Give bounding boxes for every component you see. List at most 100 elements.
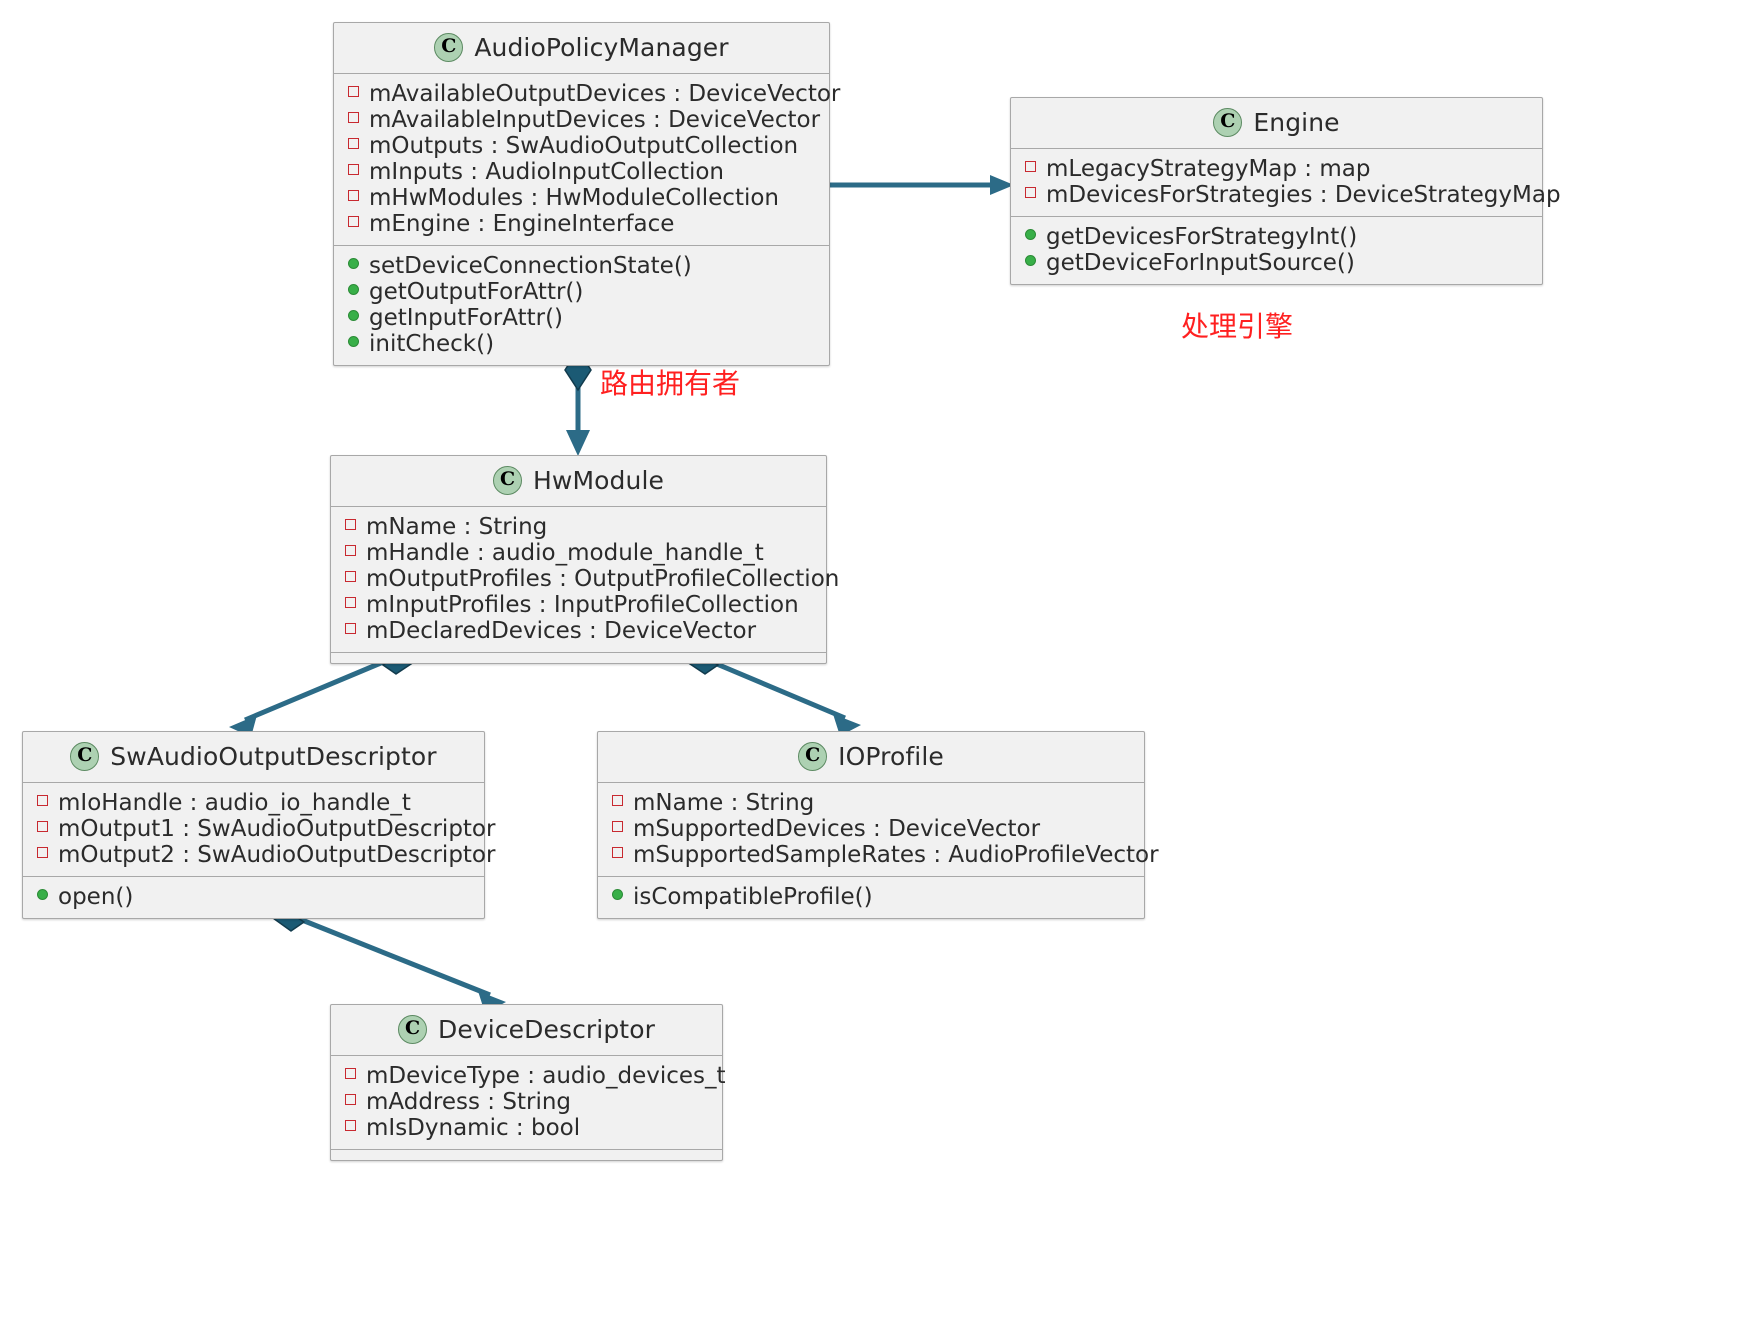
edge-apm-to-engine <box>830 175 1014 195</box>
class-stereotype-icon: C <box>798 742 828 771</box>
edge-hwmodule-to-swaudiooutputdescriptor <box>229 652 416 737</box>
method-row: getOutputForAttr() <box>334 279 829 305</box>
private-visibility-icon <box>348 86 359 97</box>
class-header-device-descriptor: C DeviceDescriptor <box>331 1005 722 1056</box>
class-box-hw-module[interactable]: C HwModule mName : String mHandle : audi… <box>330 455 839 664</box>
attribute-label: mDevicesForStrategies : DeviceStrategyMa… <box>1046 182 1561 208</box>
private-visibility-icon <box>612 795 623 806</box>
private-visibility-icon <box>1025 161 1036 172</box>
annotation-engine-note-text: 处理引擎 <box>1181 310 1294 343</box>
attribute-label: mAvailableInputDevices : DeviceVector <box>369 107 821 133</box>
attributes-compartment: mIoHandle : audio_io_handle_t mOutput1 :… <box>23 783 495 877</box>
method-label: getDeviceForInputSource() <box>1046 250 1355 276</box>
attribute-label: mName : String <box>633 790 815 816</box>
attribute-row: mInputs : AudioInputCollection <box>334 159 829 185</box>
class-box-device-descriptor[interactable]: C DeviceDescriptor mDeviceType : audio_d… <box>330 1004 726 1161</box>
method-label: isCompatibleProfile() <box>633 884 873 910</box>
class-title: SwAudioOutputDescriptor <box>110 742 437 771</box>
attribute-label: mOutput2 : SwAudioOutputDescriptor <box>58 842 496 868</box>
annotation-routing-owner-note: 路由拥有者 <box>600 362 740 402</box>
method-row: open() <box>23 884 484 910</box>
private-visibility-icon <box>345 519 356 530</box>
attribute-label: mOutputs : SwAudioOutputCollection <box>369 133 799 159</box>
class-title: Engine <box>1253 108 1340 137</box>
class-title: AudioPolicyManager <box>474 33 729 62</box>
class-title: DeviceDescriptor <box>438 1015 655 1044</box>
method-label: getDevicesForStrategyInt() <box>1046 224 1358 250</box>
public-visibility-icon <box>1025 255 1036 266</box>
method-row: setDeviceConnectionState() <box>334 253 829 279</box>
private-visibility-icon <box>348 112 359 123</box>
attribute-row: mHandle : audio_module_handle_t <box>331 540 826 566</box>
class-box-sw-audio-output-descriptor[interactable]: C SwAudioOutputDescriptor mIoHandle : au… <box>22 731 495 919</box>
methods-compartment: open() <box>23 877 484 918</box>
attribute-row: mOutputProfiles : OutputProfileCollectio… <box>331 566 839 592</box>
attribute-row: mHwModules : HwModuleCollection <box>334 185 829 211</box>
class-box-audio-policy-manager[interactable]: C AudioPolicyManager mAvailableOutputDev… <box>333 22 840 366</box>
methods-compartment <box>331 1150 722 1160</box>
method-row: isCompatibleProfile() <box>598 884 1144 910</box>
method-label: open() <box>58 884 134 910</box>
private-visibility-icon <box>348 190 359 201</box>
attribute-label: mDeviceType : audio_devices_t <box>366 1063 726 1089</box>
attribute-label: mHandle : audio_module_handle_t <box>366 540 764 566</box>
attribute-row: mDeclaredDevices : DeviceVector <box>331 618 826 644</box>
private-visibility-icon <box>1025 187 1036 198</box>
attribute-label: mEngine : EngineInterface <box>369 211 675 237</box>
attribute-row: mAvailableOutputDevices : DeviceVector <box>334 81 840 107</box>
attribute-row: mOutput2 : SwAudioOutputDescriptor <box>23 842 495 868</box>
private-visibility-icon <box>345 623 356 634</box>
private-visibility-icon <box>37 847 48 858</box>
attribute-label: mDeclaredDevices : DeviceVector <box>366 618 757 644</box>
method-row: initCheck() <box>334 331 829 357</box>
private-visibility-icon <box>345 545 356 556</box>
attributes-compartment: mName : String mHandle : audio_module_ha… <box>331 507 839 653</box>
attribute-label: mOutput1 : SwAudioOutputDescriptor <box>58 816 496 842</box>
class-header-io-profile: C IOProfile <box>598 732 1144 783</box>
attribute-row: mLegacyStrategyMap : map <box>1011 156 1542 182</box>
private-visibility-icon <box>348 138 359 149</box>
attribute-label: mIsDynamic : bool <box>366 1115 581 1141</box>
method-row: getDevicesForStrategyInt() <box>1011 224 1542 250</box>
class-box-io-profile[interactable]: C IOProfile mName : String mSupportedDev… <box>597 731 1159 919</box>
attribute-label: mIoHandle : audio_io_handle_t <box>58 790 411 816</box>
method-label: getOutputForAttr() <box>369 279 584 305</box>
class-title: IOProfile <box>838 742 944 771</box>
attribute-row: mInputProfiles : InputProfileCollection <box>331 592 826 618</box>
attribute-label: mSupportedDevices : DeviceVector <box>633 816 1041 842</box>
methods-compartment: getDevicesForStrategyInt() getDeviceForI… <box>1011 217 1542 284</box>
public-visibility-icon <box>612 889 623 900</box>
attribute-label: mAddress : String <box>366 1089 572 1115</box>
public-visibility-icon <box>348 284 359 295</box>
method-label: getInputForAttr() <box>369 305 564 331</box>
attribute-row: mName : String <box>331 514 826 540</box>
public-visibility-icon <box>37 889 48 900</box>
public-visibility-icon <box>348 258 359 269</box>
attribute-label: mLegacyStrategyMap : map <box>1046 156 1371 182</box>
edge-swaudiooutputdescriptor-to-devicedescriptor <box>271 909 506 1013</box>
class-stereotype-icon: C <box>70 742 100 771</box>
attribute-row: mOutput1 : SwAudioOutputDescriptor <box>23 816 495 842</box>
attributes-compartment: mName : String mSupportedDevices : Devic… <box>598 783 1159 877</box>
private-visibility-icon <box>37 795 48 806</box>
attribute-row: mIoHandle : audio_io_handle_t <box>23 790 484 816</box>
attribute-row: mOutputs : SwAudioOutputCollection <box>334 133 829 159</box>
private-visibility-icon <box>345 1120 356 1131</box>
attribute-row: mName : String <box>598 790 1144 816</box>
public-visibility-icon <box>1025 229 1036 240</box>
private-visibility-icon <box>345 1094 356 1105</box>
attributes-compartment: mDeviceType : audio_devices_t mAddress :… <box>331 1056 726 1150</box>
method-label: setDeviceConnectionState() <box>369 253 692 279</box>
attribute-row: mAvailableInputDevices : DeviceVector <box>334 107 829 133</box>
private-visibility-icon <box>37 821 48 832</box>
attribute-row: mDevicesForStrategies : DeviceStrategyMa… <box>1011 182 1561 208</box>
class-box-engine[interactable]: C Engine mLegacyStrategyMap : map mDevic… <box>1010 97 1561 285</box>
class-stereotype-icon: C <box>398 1015 428 1044</box>
edge-hwmodule-to-ioprofile <box>685 652 861 736</box>
private-visibility-icon <box>348 164 359 175</box>
public-visibility-icon <box>348 310 359 321</box>
attribute-row: mEngine : EngineInterface <box>334 211 829 237</box>
class-header-hw-module: C HwModule <box>331 456 826 507</box>
attribute-label: mInputs : AudioInputCollection <box>369 159 725 185</box>
